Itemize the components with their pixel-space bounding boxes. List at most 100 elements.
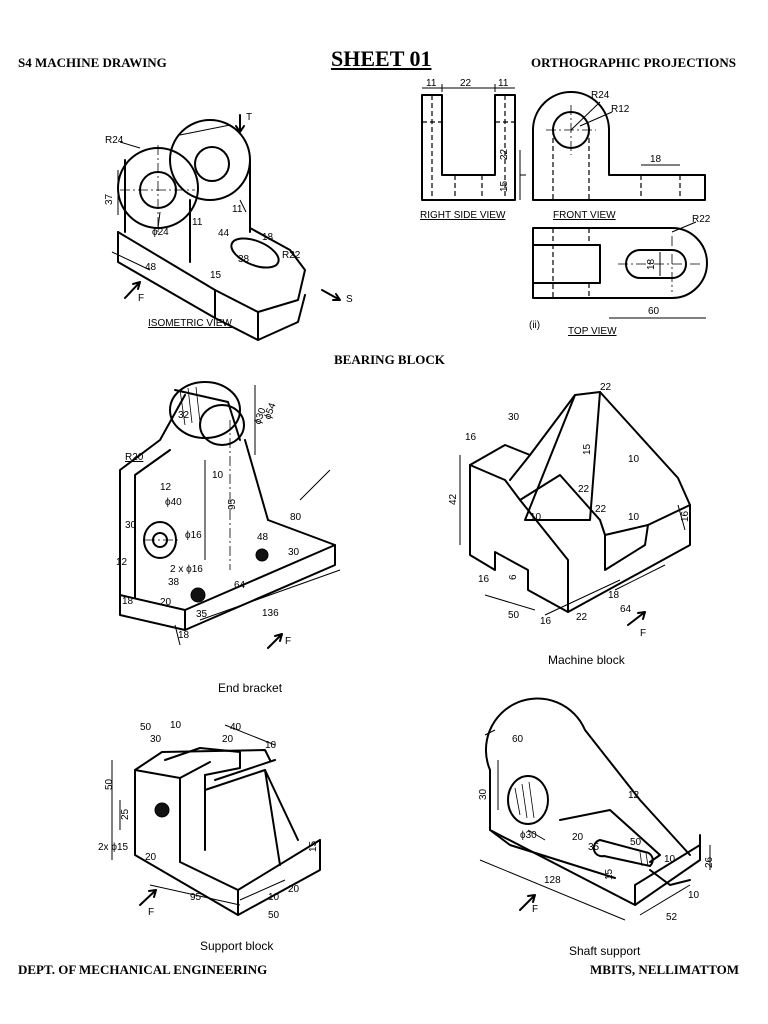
mb-dim-22d: 22 [576, 612, 588, 623]
arrow-label-f: F [138, 293, 144, 304]
eb-dim-95: 95 [227, 498, 238, 510]
ss-dim-10a: 10 [664, 854, 676, 865]
arrow-label-s: S [346, 294, 353, 305]
eb-dim-18a: 18 [122, 596, 134, 607]
eb-dim-48: 48 [257, 532, 269, 543]
eb-dim-12a: 12 [160, 482, 172, 493]
tv-dim-r22: R22 [692, 214, 711, 225]
sheet-title: SHEET 01 [331, 46, 432, 71]
fv-dim-r12: R12 [611, 104, 630, 115]
sb-dim-holes: 2x ϕ15 [98, 842, 129, 853]
arrow-label-t: T [246, 112, 252, 123]
mb-dim-16d: 16 [540, 616, 552, 627]
mb-dim-22c: 22 [595, 504, 607, 515]
eb-dim-38: 38 [168, 577, 180, 588]
rsv-dim-11b: 11 [498, 78, 509, 89]
mb-dim-10c: 10 [628, 512, 640, 523]
mb-dim-16b: 16 [680, 510, 691, 522]
course-title: S4 MACHINE DRAWING [18, 55, 167, 70]
sb-dim-10c: 10 [268, 892, 280, 903]
end-bracket-caption: End bracket [218, 681, 283, 695]
rsv-dim-22: 22 [460, 78, 472, 89]
rsv-dim-22v: 22 [499, 148, 510, 160]
ss-dim-10b: 10 [688, 890, 700, 901]
dim-r22: R22 [282, 250, 301, 261]
fv-dim-18: 18 [650, 154, 662, 165]
fv-dim-r24: R24 [591, 90, 610, 101]
ss-dim-50: 50 [630, 837, 642, 848]
ss-dim-20: 20 [572, 832, 584, 843]
eb-arrow-f: F [285, 636, 291, 647]
sb-dim-20b: 20 [145, 852, 157, 863]
mb-view-arrow [627, 611, 646, 626]
sb-dim-20c: 20 [288, 884, 300, 895]
bearing-block-title: BEARING BLOCK [334, 352, 446, 367]
eb-view-arrow [267, 633, 283, 649]
machine-block-drawing [459, 391, 691, 616]
sb-dim-30: 30 [150, 734, 162, 745]
view-arrow-side [321, 289, 341, 301]
department-name: DEPT. OF MECHANICAL ENGINEERING [18, 962, 268, 977]
mb-dim-6: 6 [508, 574, 519, 580]
dim-48: 48 [145, 262, 157, 273]
support-block-caption: Support block [200, 939, 274, 953]
end-bracket-drawing [119, 381, 341, 646]
mb-dim-64: 64 [620, 604, 632, 615]
shaft-support-caption: Shaft support [569, 944, 641, 958]
eb-dim-20: 20 [160, 597, 172, 608]
mb-dim-15: 15 [582, 443, 593, 455]
top-view-caption: TOP VIEW [568, 326, 617, 337]
support-block-drawing [111, 724, 321, 916]
sb-dim-20a: 20 [222, 734, 234, 745]
tv-dim-18: 18 [646, 258, 657, 270]
ss-dim-15: 15 [604, 868, 615, 880]
eb-dim-10: 10 [212, 470, 224, 481]
mb-dim-18: 18 [608, 590, 620, 601]
eb-dim-30b: 30 [288, 547, 300, 558]
mb-dim-22b: 22 [578, 484, 590, 495]
dim-11b: 11 [232, 204, 243, 215]
view-arrow-front [124, 281, 141, 299]
ss-dim-128: 128 [544, 875, 561, 886]
top-view [532, 221, 708, 319]
sb-dim-50v: 50 [104, 778, 115, 790]
sb-dim-50b: 50 [268, 910, 280, 921]
ss-dim-52: 52 [666, 912, 678, 923]
sb-dim-50a: 50 [140, 722, 152, 733]
eb-dim-136: 136 [262, 608, 279, 619]
mb-dim-10a: 10 [628, 454, 640, 465]
sb-dim-25: 25 [120, 808, 131, 820]
eb-dim-12b: 12 [116, 557, 128, 568]
mb-dim-16a: 16 [465, 432, 477, 443]
eb-dim-32: 32 [178, 410, 190, 421]
rsv-dim-11a: 11 [426, 78, 437, 89]
eb-dim-64: 64 [234, 580, 246, 591]
dim-44: 44 [218, 228, 230, 239]
dim-37: 37 [104, 193, 115, 205]
ss-dim-12: 12 [628, 790, 640, 801]
eb-dim-30a: 30 [125, 520, 137, 531]
eb-dim-phi16: ϕ16 [185, 530, 202, 541]
dim-phi24: ϕ24 [152, 227, 169, 238]
dim-38: 38 [238, 254, 250, 265]
sb-dim-10b: 10 [265, 740, 277, 751]
mb-arrow-f: F [640, 628, 646, 639]
ss-dim-35: 35 [588, 842, 600, 853]
eb-dim-80: 80 [290, 512, 302, 523]
sb-dim-40: 40 [230, 722, 242, 733]
right-side-view [421, 84, 526, 201]
sb-arrow-f: F [148, 907, 154, 918]
front-view-caption: FRONT VIEW [553, 210, 616, 221]
ss-dim-60: 60 [512, 734, 524, 745]
eb-dim-35: 35 [196, 609, 208, 620]
shaft-support-drawing [479, 697, 711, 921]
eb-dim-18b: 18 [178, 630, 190, 641]
mb-dim-22a: 22 [600, 382, 612, 393]
dim-15: 15 [210, 270, 222, 281]
sb-dim-15: 15 [308, 840, 319, 852]
rsv-dim-15v: 15 [499, 180, 510, 192]
dim-11a: 11 [192, 217, 203, 228]
ss-arrow-f: F [532, 904, 538, 915]
sb-dim-10a: 10 [170, 720, 182, 731]
